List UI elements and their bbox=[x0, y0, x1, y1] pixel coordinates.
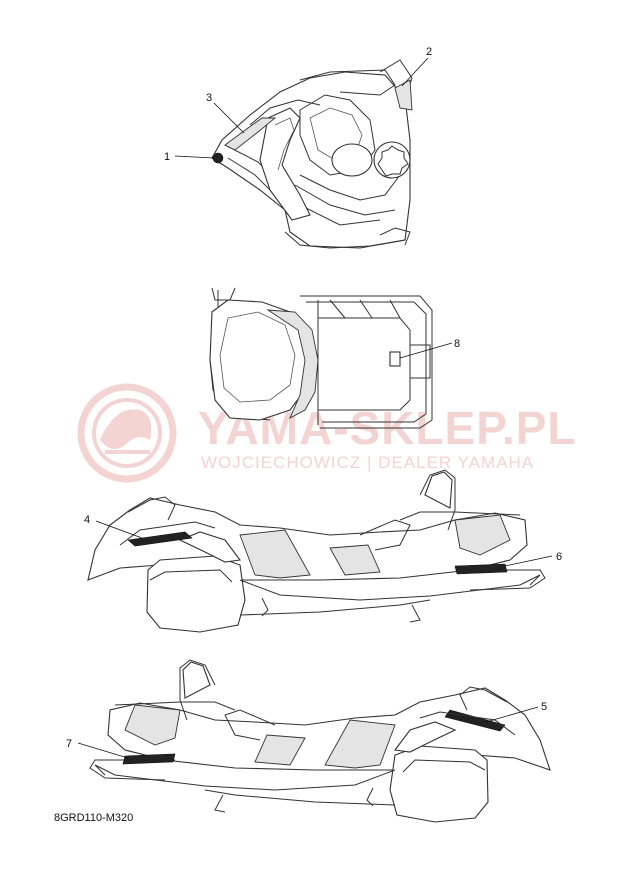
yamaha-emblem-top bbox=[212, 152, 224, 164]
callout-1: 1 bbox=[164, 151, 170, 163]
leader-8 bbox=[399, 342, 453, 359]
leader-7 bbox=[77, 742, 129, 759]
side-decal-left-rear bbox=[454, 563, 508, 575]
callout-labels: 1 2 3 4 5 6 7 8 bbox=[66, 46, 562, 750]
front-top-view bbox=[211, 59, 413, 249]
watermark-logo bbox=[77, 383, 177, 483]
callout-6: 6 bbox=[556, 551, 562, 563]
callout-2: 2 bbox=[426, 46, 432, 58]
leader-3 bbox=[213, 102, 245, 134]
callout-leaders bbox=[77, 57, 553, 759]
callout-5: 5 bbox=[541, 701, 547, 713]
left-side-view bbox=[87, 469, 546, 633]
leader-4 bbox=[95, 520, 143, 539]
side-decal-right-rear bbox=[122, 753, 176, 765]
leader-1 bbox=[174, 155, 215, 159]
fuel-cap bbox=[373, 141, 411, 179]
callout-8: 8 bbox=[454, 338, 460, 350]
leader-5 bbox=[485, 706, 539, 723]
callout-3: 3 bbox=[206, 92, 212, 104]
callout-4: 4 bbox=[84, 514, 90, 526]
leader-2 bbox=[401, 57, 429, 87]
diagram-code: 8GRD110-M320 bbox=[54, 812, 133, 824]
rear-rack-view bbox=[209, 287, 433, 429]
watermark: YAMA-SKLEP.PL WOJCIECHOWICZ | DEALER YAM… bbox=[77, 383, 576, 483]
leader-6 bbox=[504, 555, 553, 567]
callout-7: 7 bbox=[66, 738, 72, 750]
rear-rack-label bbox=[389, 351, 401, 367]
watermark-subtitle: WOJCIECHOWICZ | DEALER YAMAHA bbox=[201, 453, 534, 472]
right-side-view bbox=[89, 659, 551, 823]
side-decal-left-front bbox=[127, 531, 193, 547]
